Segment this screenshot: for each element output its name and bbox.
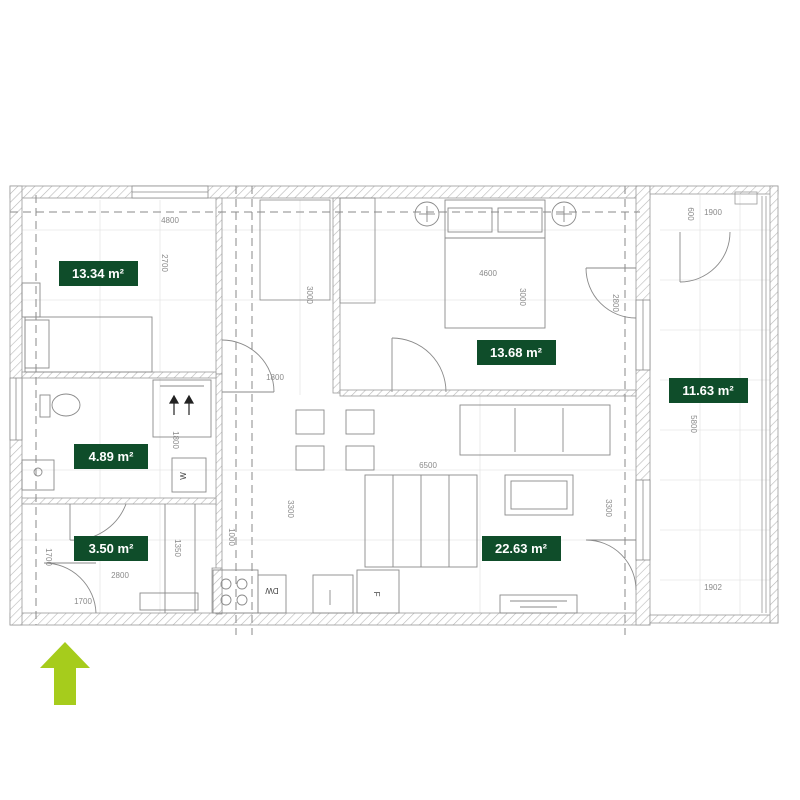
bedroom-2-bed [414,199,577,329]
bedroom-1-bed [21,282,153,373]
wardrobe [259,197,376,304]
dimension-labels: 4800 2700 3000 4600 3000 2800 1800 1800 … [44,207,722,606]
hall-fixtures [139,504,199,613]
dim-balcony-width: 1900 [704,208,722,217]
dim-bathroom-depth: 1800 [171,431,180,449]
washer-label: W [179,472,188,480]
area-badge-bedroom-1: 13.34 m² [59,261,138,286]
svg-text:11.63 m²: 11.63 m² [682,383,734,398]
dim-bedroom2-door: 2800 [611,294,620,312]
svg-text:13.68 m²: 13.68 m² [490,345,543,360]
dim-hall-door: 1000 [227,528,236,546]
up-arrow-icon [40,642,90,705]
dim-balcony-width-2: 1902 [704,583,722,592]
area-badge-hall: 3.50 m² [74,536,148,561]
dim-living-width: 6500 [419,461,437,470]
area-badge-bathroom: 4.89 m² [74,444,148,469]
svg-text:22.63 m²: 22.63 m² [495,541,548,556]
dim-living-depth-right: 3300 [604,499,613,517]
door-swings [43,231,731,614]
dim-hall-width: 1800 [266,373,284,382]
svg-text:13.34 m²: 13.34 m² [72,266,125,281]
living-furniture [295,404,611,614]
structural-axes [10,186,640,635]
kitchen-counter [212,569,400,614]
dim-balcony-door: 600 [686,207,695,221]
dim-living-depth-left: 3300 [286,500,295,518]
dim-hall-depth: 3000 [305,286,314,304]
dim-bedroom2-depth: 3000 [518,288,527,306]
dishwasher-label: DW [265,586,279,595]
dim-bedroom1-width: 4800 [161,216,179,225]
balcony-railing [734,191,767,613]
dim-entrance-width: 1700 [74,597,92,606]
area-badge-living-kitchen: 22.63 m² [482,536,561,561]
dim-hall-closet: 1350 [173,539,182,557]
area-badge-bedroom-2: 13.68 m² [477,340,556,365]
dim-bedroom1-depth: 2700 [160,254,169,272]
dim-hall-width-2: 2800 [111,571,129,580]
shower-arrows [168,394,195,415]
bathroom-fixtures [21,379,212,493]
dim-balcony-depth: 5800 [689,415,698,433]
svg-text:3.50 m²: 3.50 m² [89,541,134,556]
fridge-label: F [372,592,381,597]
area-badge-balcony: 11.63 m² [669,378,748,403]
dim-entrance-side: 1700 [44,548,53,566]
windows [9,185,651,561]
svg-text:4.89 m²: 4.89 m² [89,449,134,464]
dim-bedroom2-width: 4600 [479,269,497,278]
